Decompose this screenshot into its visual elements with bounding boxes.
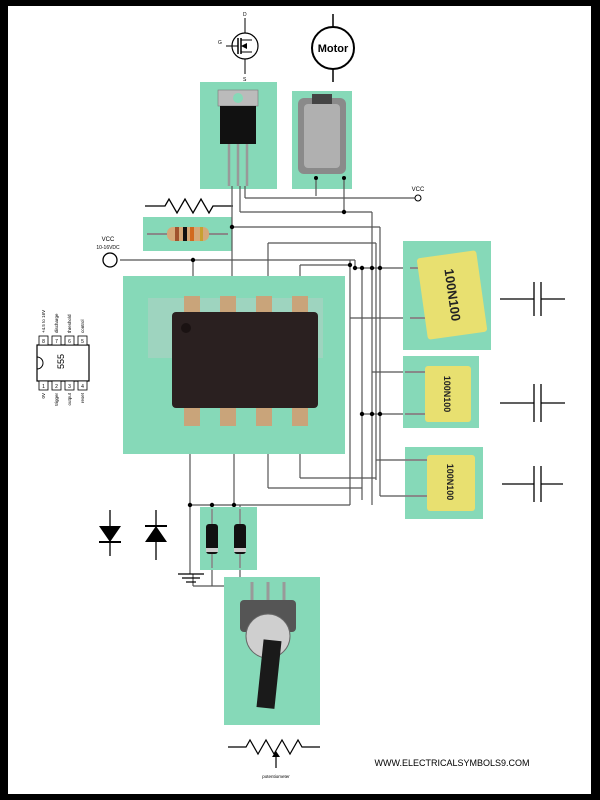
resistor-photo xyxy=(143,217,232,251)
capacitor-photo-3: 100N100 xyxy=(405,447,483,519)
ic-bottom-labels: 0V trigger output reset xyxy=(41,392,85,406)
resistor-symbol xyxy=(145,197,233,215)
mosfet-symbol: D G S xyxy=(218,12,259,83)
junction-dots xyxy=(187,209,383,508)
capacitor-photo-2: 100N100 xyxy=(403,356,479,428)
ic-label-pin-2: trigger xyxy=(54,393,59,406)
ic-label-pin-1: 0V xyxy=(41,393,46,399)
ic-label-pin-6: threshold xyxy=(67,314,72,333)
ic-pin-5: 5 xyxy=(81,339,84,345)
vcc-source-terminal: VCC 10-16VDC xyxy=(96,237,120,268)
diode-symbol-1 xyxy=(99,510,121,556)
ic-label-pin-7: discharge xyxy=(54,313,59,333)
vcc-motor-terminal: VCC xyxy=(412,187,425,202)
website-credit: WWW.ELECTRICALSYMBOLS9.COM xyxy=(374,758,529,768)
ic-555-symbol: 555 8 7 6 5 1 2 3 4 +4.5 to 16V discharg… xyxy=(36,310,90,406)
ic-label-pin-8: +4.5 to 16V xyxy=(41,310,46,333)
ic-pin-4: 4 xyxy=(81,384,84,390)
diode-photos xyxy=(200,507,257,570)
ic-name: 555 xyxy=(56,354,66,369)
vcc-label: VCC xyxy=(412,187,425,193)
ic-pin-2: 2 xyxy=(55,384,58,390)
capacitor-2-marking: 100N100 xyxy=(442,376,452,413)
potentiometer-photo xyxy=(224,577,320,725)
mosfet-source-label: S xyxy=(243,77,247,83)
potentiometer-label: potentiometer xyxy=(262,774,290,779)
vcc-source-label: VCC xyxy=(102,237,115,243)
mosfet-gate-label: G xyxy=(218,40,222,46)
ic-pin-6: 6 xyxy=(68,339,71,345)
ic-photo xyxy=(123,276,345,454)
ic-bottom-pins: 1 2 3 4 xyxy=(38,380,88,391)
ic-top-pins: 8 7 6 5 xyxy=(38,335,88,346)
motor-symbol: Motor xyxy=(311,14,355,82)
ic-pin-3: 3 xyxy=(68,384,71,390)
capacitor-symbols xyxy=(500,282,565,502)
capacitor-photo-1: 100N100 xyxy=(403,241,491,350)
mosfet-photo xyxy=(200,82,277,189)
capacitor-1-marking: 100N100 xyxy=(441,268,463,322)
ic-top-labels: +4.5 to 16V discharge threshold control xyxy=(41,310,85,333)
motor-label: Motor xyxy=(318,43,349,55)
diode-symbol-2 xyxy=(145,510,167,560)
ic-label-pin-4: reset xyxy=(80,392,85,403)
ic-pin-7: 7 xyxy=(55,339,58,345)
vcc-source-range: 10-16VDC xyxy=(96,245,120,251)
ic-label-pin-5: control xyxy=(80,319,85,333)
ic-pin-1: 1 xyxy=(42,384,45,390)
potentiometer-symbol: potentiometer xyxy=(228,738,320,779)
capacitor-3-marking: 100N100 xyxy=(445,464,455,501)
ground-symbol xyxy=(178,573,204,583)
motor-photo xyxy=(292,91,352,189)
ic-pin-8: 8 xyxy=(42,339,45,345)
mosfet-drain-label: D xyxy=(243,12,247,18)
ic-label-pin-3: output xyxy=(67,392,72,405)
